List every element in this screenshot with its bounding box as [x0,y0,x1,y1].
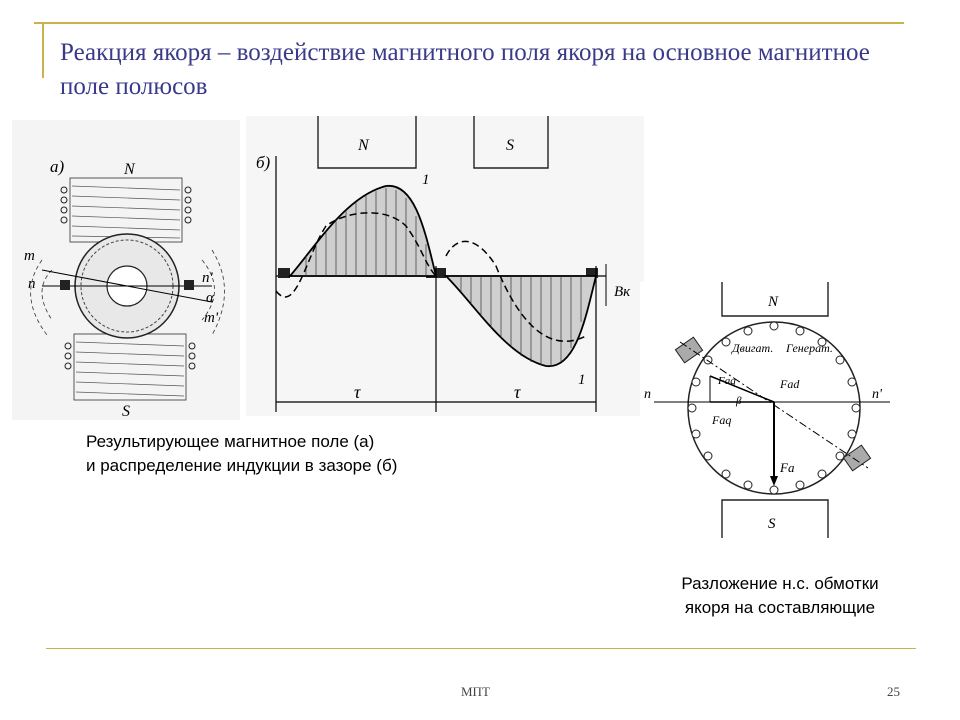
caption-mmf-decomposition: Разложение н.с. обмотки якоря на составл… [642,572,918,620]
figure-b-curve-1-bottom: 1 [578,372,586,388]
figure-a-n-prime: n' [202,270,214,286]
figure-c-n: n [644,387,651,402]
figure-b-curve-1-top: 1 [422,172,430,188]
figure-c-beta: β [735,395,742,407]
figure-a-m: m [24,248,35,264]
figure-c-faq: Faq [717,375,736,387]
figure-a-n: n [28,276,36,292]
figure-a-south: S [122,403,130,420]
figure-a-label: а) [50,157,65,176]
bottom-rule [46,648,916,649]
figure-c-mmf-decomposition: N S n n' Двигат. Генерат. Faq Fad Faq β … [640,282,902,538]
slide-title: Реакция якоря – воздействие магнитного п… [60,39,870,100]
figure-c-n-prime: n' [872,387,883,402]
figure-c-generator: Генерат. [785,341,833,355]
figure-a-alpha: α [206,290,215,306]
figure-c-fa: Fa [779,460,795,475]
figure-c-motor: Двигат. [731,341,773,355]
title-accent-bar [42,22,44,78]
figure-b-north: N [357,137,370,154]
figure-b-tau-2: τ [514,382,521,402]
figure-a-field-diagram: а) N S m n n' α m' [12,120,240,420]
figure-c-fad: Fad [779,377,800,391]
caption-resulting-field-line-2: и распределение индукции в зазоре (б) [86,456,398,475]
caption-resulting-field-line-1: Результирующее магнитное поле (а) [86,432,375,451]
caption-resulting-field: Результирующее магнитное поле (а) и расп… [86,430,397,478]
figure-c-faq-2: Faq [711,413,731,427]
figure-a-north: N [123,161,136,178]
caption-mmf-decomposition-line-1: Разложение н.с. обмотки [681,574,879,593]
figure-b-tau-1: τ [354,382,361,402]
figure-c-south: S [768,516,776,532]
figure-b-south: S [506,137,514,154]
top-rule [34,22,904,24]
figure-b-induction-diagram: N S б) τ τ 1 1 Вк [246,116,644,416]
caption-mmf-decomposition-line-2: якоря на составляющие [684,598,876,617]
footer-course: МПТ [461,684,490,699]
footer-page-number: 25 [887,684,900,699]
figure-b-bk: Вк [614,284,631,300]
figure-c-north: N [767,294,779,310]
figure-b-label: б) [256,153,271,172]
figure-a-m-prime: m' [204,310,219,326]
